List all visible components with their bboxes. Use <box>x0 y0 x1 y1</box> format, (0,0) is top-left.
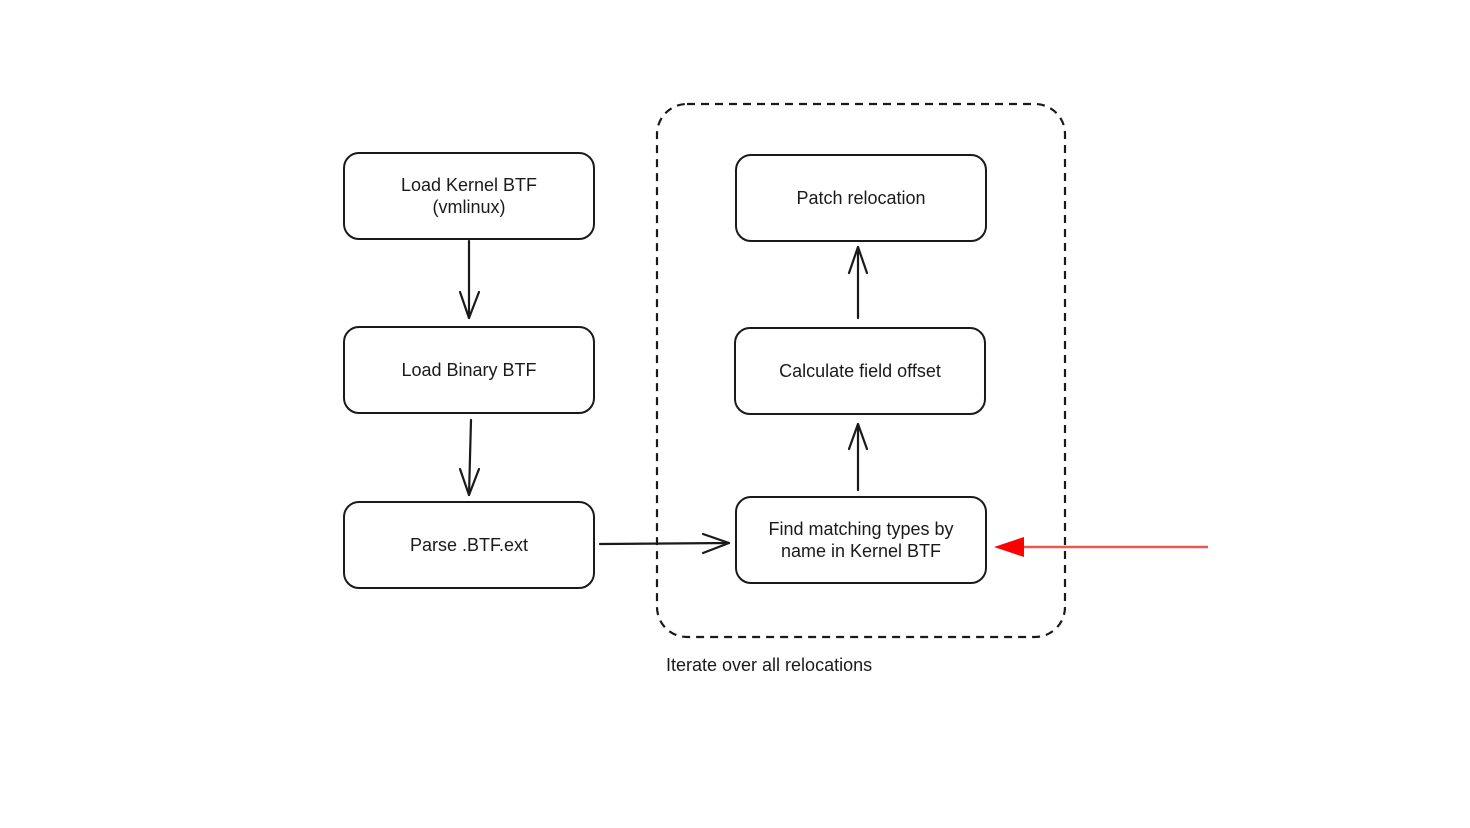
arrow-find-to-calculate <box>847 422 869 492</box>
node-label: Load Kernel BTF (vmlinux) <box>400 175 538 217</box>
node-calculate-field-offset[interactable]: Calculate field offset <box>734 327 986 415</box>
node-label: Calculate field offset <box>779 361 941 381</box>
loop-group-label: Iterate over all relocations <box>666 655 873 675</box>
node-label: Load Binary BTF <box>401 360 537 380</box>
highlight-arrow <box>994 537 1208 557</box>
loop-group-border <box>655 102 1067 639</box>
arrow-kernel-to-binary <box>458 239 481 320</box>
node-label: Find matching types by name in Kernel BT… <box>768 519 954 561</box>
node-patch-relocation[interactable]: Patch relocation <box>735 154 987 242</box>
node-parse-btf-ext[interactable]: Parse .BTF.ext <box>343 501 595 589</box>
node-load-kernel-btf[interactable]: Load Kernel BTF (vmlinux) <box>343 152 595 240</box>
node-label: Patch relocation <box>796 188 926 208</box>
arrow-calculate-to-patch <box>847 245 869 320</box>
arrow-parse-to-find <box>598 532 731 555</box>
arrow-binary-to-parse <box>458 418 481 497</box>
node-label: Parse .BTF.ext <box>409 535 529 555</box>
node-find-matching-types[interactable]: Find matching types by name in Kernel BT… <box>735 496 987 584</box>
node-load-binary-btf[interactable]: Load Binary BTF <box>343 326 595 414</box>
